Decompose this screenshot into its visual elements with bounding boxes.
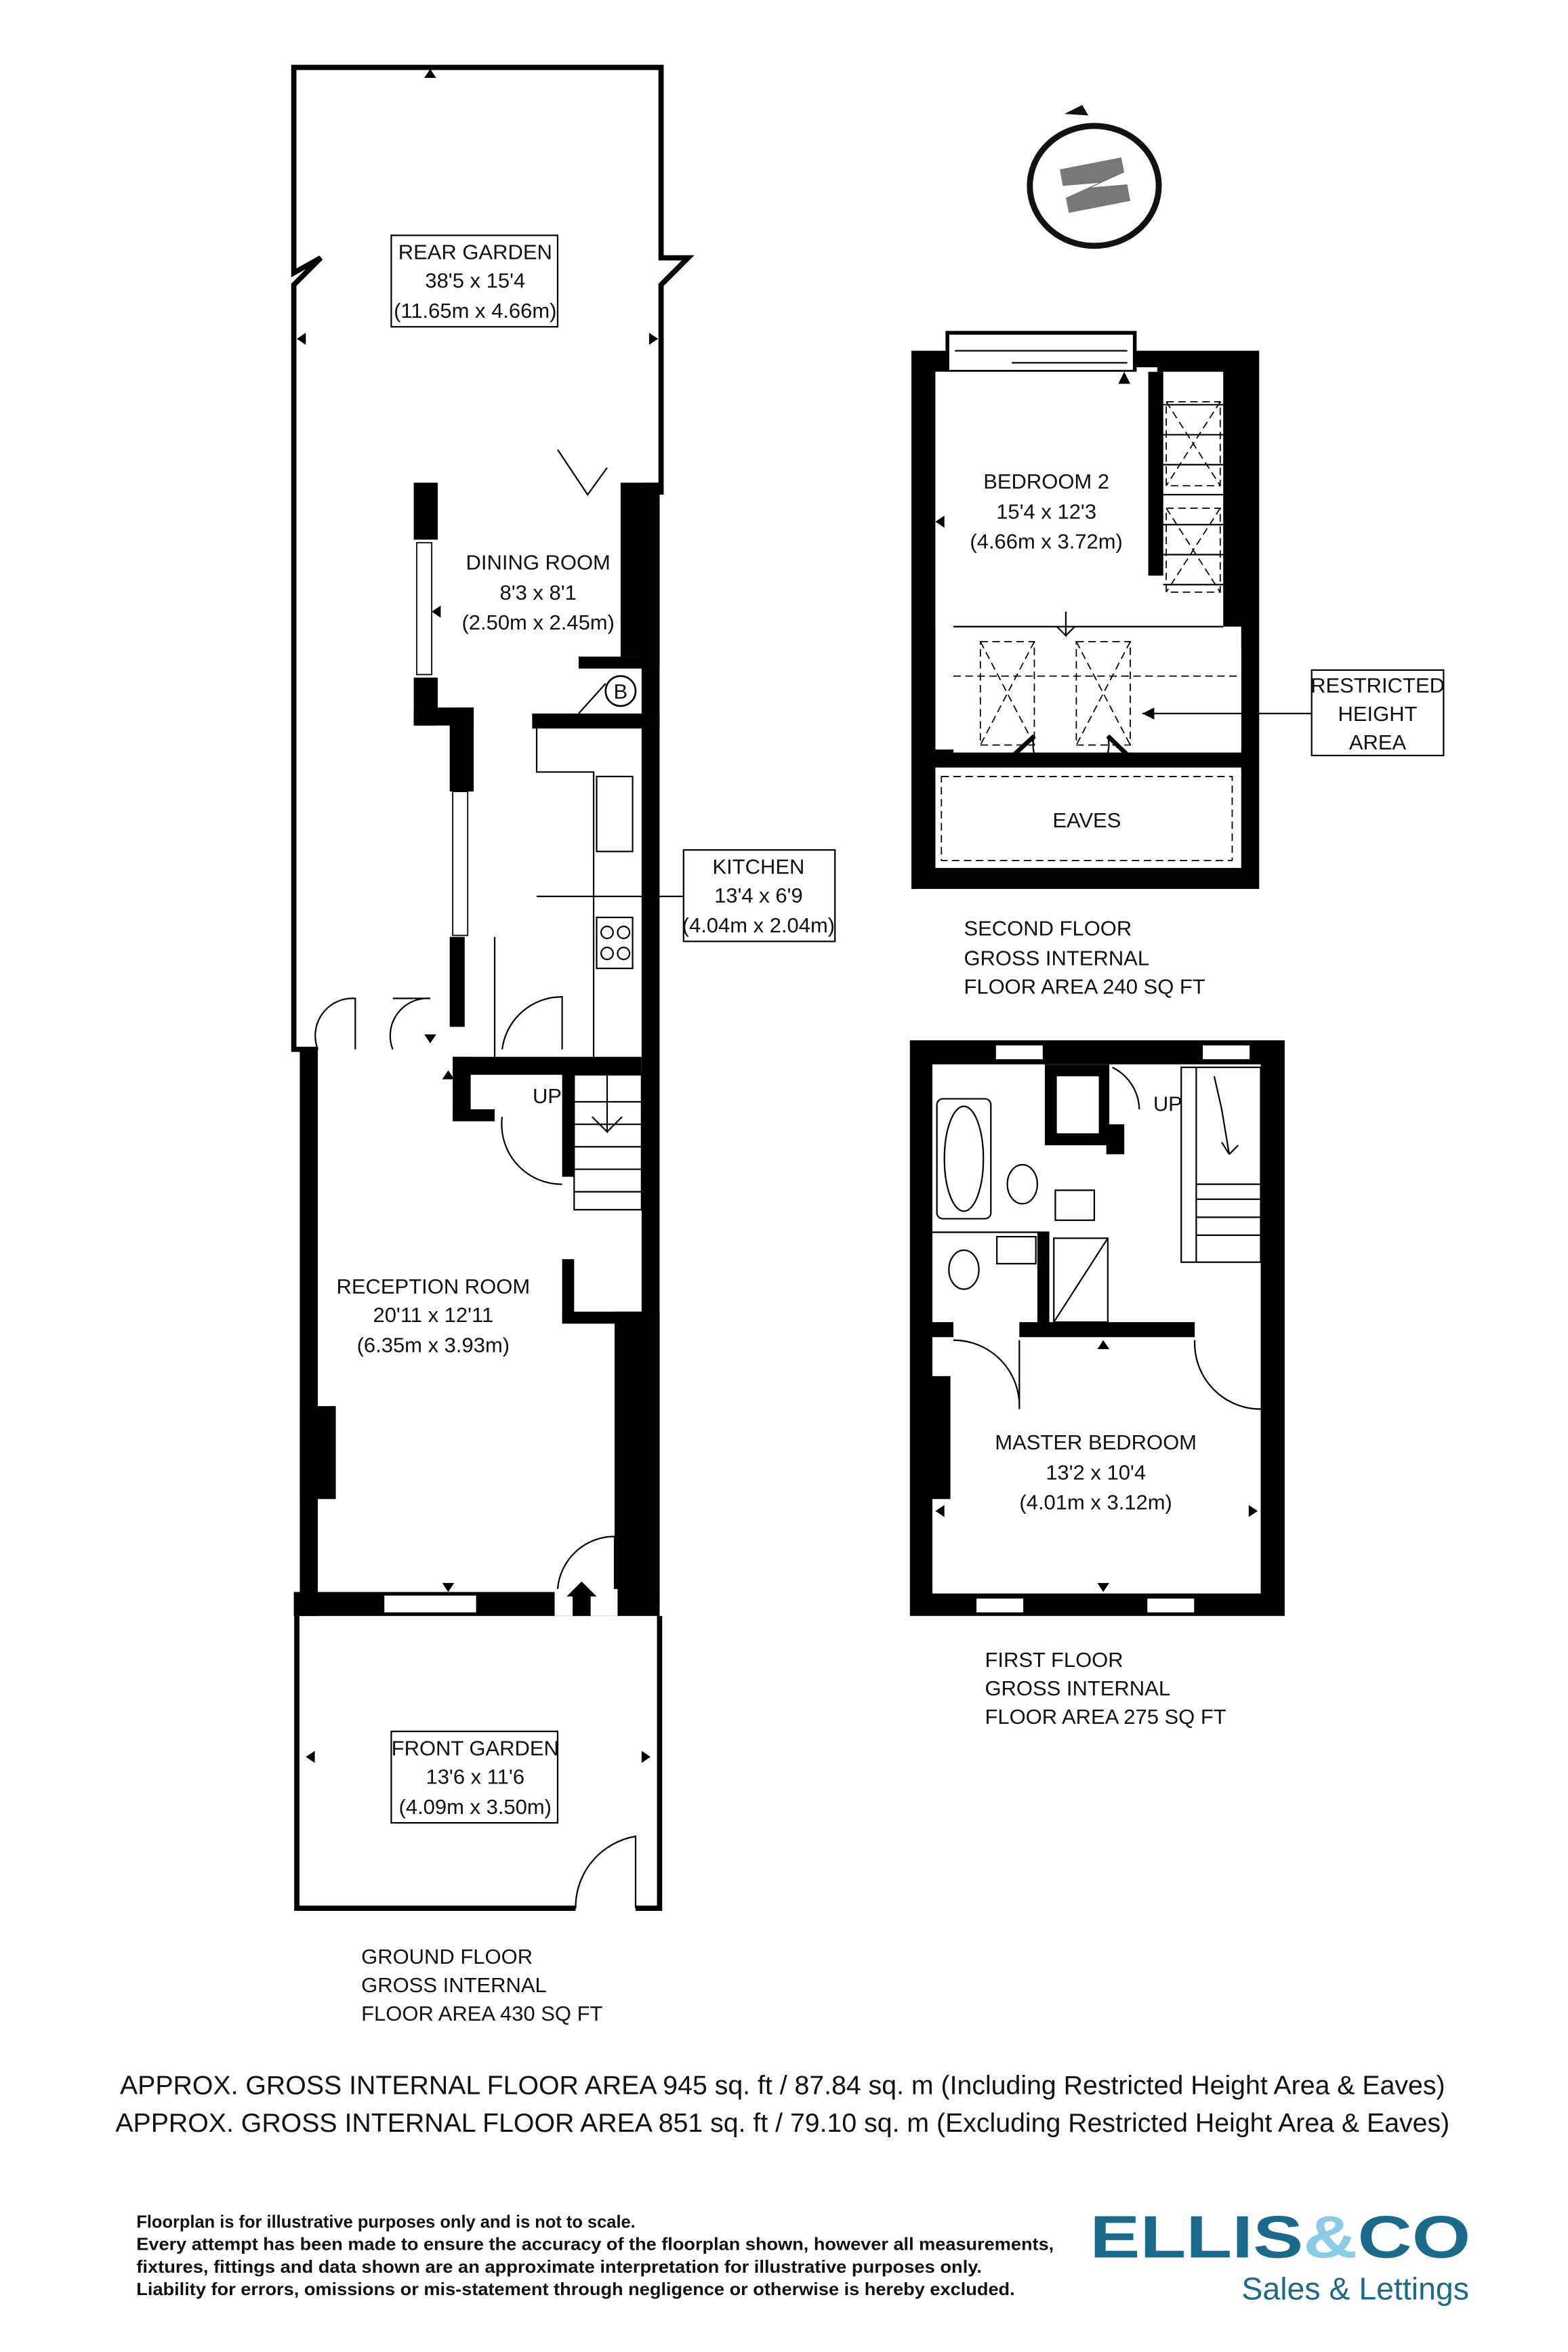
svg-text:DINING ROOM: DINING ROOM (466, 551, 611, 575)
svg-text:GROUND FLOOR: GROUND FLOOR (361, 1945, 533, 1968)
first-floor-caption: FIRST FLOOR GROSS INTERNAL FLOOR AREA 27… (985, 1648, 1226, 1729)
svg-text:RESTRICTED: RESTRICTED (1311, 674, 1445, 697)
boiler-icon: B (578, 675, 637, 714)
svg-text:Liability for errors, omission: Liability for errors, omissions or mis-s… (136, 2280, 1014, 2299)
room-dining-room: DINING ROOM 8'3 x 8'1 (2.50m x 2.45m) (461, 551, 614, 634)
svg-text:FLOOR AREA 240 SQ FT: FLOOR AREA 240 SQ FT (964, 975, 1205, 999)
svg-text:FRONT GARDEN: FRONT GARDEN (392, 1737, 559, 1760)
svg-text:MASTER BEDROOM: MASTER BEDROOM (995, 1430, 1197, 1454)
room-eaves: EAVES (1052, 808, 1121, 832)
svg-text:B: B (614, 680, 628, 703)
restricted-height-area-label: RESTRICTED HEIGHT AREA (1311, 669, 1445, 757)
svg-text:HEIGHT: HEIGHT (1338, 702, 1418, 726)
ground-walls (293, 482, 660, 1616)
room-front-garden: FRONT GARDEN 13'6 x 11'6 (4.09m x 3.50m) (390, 1731, 559, 1824)
room-rear-garden: REAR GARDEN 38'5 x 15'4 (11.65m x 4.66m) (390, 234, 559, 328)
first-stair-up-label: UP (1153, 1092, 1182, 1115)
front-door-arrow-icon (566, 1581, 597, 1616)
svg-text:FIRST FLOOR: FIRST FLOOR (985, 1648, 1123, 1672)
front-garden-outline (294, 1615, 663, 1912)
ground-floor-plan: B UP REAR GARDEN 38'5 x 15'4 (11.65m x 4… (291, 64, 836, 2025)
svg-text:38'5 x 15'4: 38'5 x 15'4 (425, 269, 525, 293)
svg-text:13'6 x 11'6: 13'6 x 11'6 (426, 1765, 524, 1789)
svg-text:SECOND FLOOR: SECOND FLOOR (964, 916, 1132, 940)
svg-text:N: N (1087, 173, 1102, 197)
total-area-summary: APPROX. GROSS INTERNAL FLOOR AREA 945 sq… (115, 2071, 1449, 2137)
front-gate (575, 1835, 637, 1909)
disclaimer: Floorplan is for illustrative purposes o… (136, 2212, 1054, 2299)
svg-text:Floorplan is for illustrative: Floorplan is for illustrative purposes o… (136, 2212, 635, 2231)
sink-icon (596, 775, 634, 852)
svg-text:REAR GARDEN: REAR GARDEN (398, 241, 552, 264)
svg-text:GROSS INTERNAL: GROSS INTERNAL (964, 947, 1149, 970)
svg-text:BEDROOM 2: BEDROOM 2 (983, 470, 1109, 493)
svg-text:13'4 x 6'9: 13'4 x 6'9 (714, 884, 803, 907)
second-floor-plan: BEDROOM 2 15'4 x 12'3 (4.66m x 3.72m) EA… (911, 331, 1445, 999)
svg-text:(11.65m x 4.66m): (11.65m x 4.66m) (394, 299, 556, 323)
rear-garden-outline (291, 64, 695, 1052)
svg-text:8'3 x 8'1: 8'3 x 8'1 (499, 581, 576, 604)
eaves-doors (997, 734, 1144, 771)
svg-text:Every attempt has been made to: Every attempt has been made to ensure th… (136, 2235, 1054, 2254)
bathroom-fixtures (936, 1098, 1109, 1323)
svg-text:FLOOR AREA 275 SQ FT: FLOOR AREA 275 SQ FT (985, 1705, 1226, 1729)
svg-text:APPROX. GROSS INTERNAL FLOOR A: APPROX. GROSS INTERNAL FLOOR AREA 945 sq… (120, 2071, 1445, 2100)
svg-text:(4.04m x 2.04m): (4.04m x 2.04m) (682, 913, 835, 937)
ground-stairs (573, 1074, 642, 1211)
svg-text:(4.66m x 3.72m): (4.66m x 3.72m) (970, 530, 1122, 554)
north-compass-icon: N (1027, 104, 1162, 249)
svg-text:(6.35m x 3.93m): (6.35m x 3.93m) (357, 1333, 510, 1357)
svg-text:20'11 x 12'11: 20'11 x 12'11 (373, 1303, 493, 1327)
svg-text:APPROX. GROSS INTERNAL FLOOR A: APPROX. GROSS INTERNAL FLOOR AREA 851 sq… (115, 2109, 1449, 2138)
room-master-bedroom: MASTER BEDROOM 13'2 x 10'4 (4.01m x 3.12… (995, 1430, 1197, 1514)
svg-text:GROSS INTERNAL: GROSS INTERNAL (985, 1676, 1170, 1700)
svg-text:(4.09m x 3.50m): (4.09m x 3.50m) (399, 1795, 552, 1819)
svg-text:RECEPTION ROOM: RECEPTION ROOM (337, 1275, 531, 1298)
room-kitchen: KITCHEN 13'4 x 6'9 (4.04m x 2.04m) (641, 849, 836, 943)
svg-text:(4.01m x 3.12m): (4.01m x 3.12m) (1019, 1491, 1172, 1514)
ground-floor-caption: GROUND FLOOR GROSS INTERNAL FLOOR AREA 4… (361, 1945, 602, 2025)
svg-text:13'2 x 10'4: 13'2 x 10'4 (1046, 1460, 1146, 1484)
ground-doors (314, 449, 616, 1590)
svg-text:(2.50m x 2.45m): (2.50m x 2.45m) (461, 611, 614, 634)
kitchen-worktop (493, 728, 595, 1057)
svg-text:Sales & Lettings: Sales & Lettings (1241, 2271, 1469, 2307)
svg-text:AREA: AREA (1349, 730, 1407, 754)
first-floor-plan: UP MASTER BEDROOM 13'2 x 10'4 (4.01m x 3… (909, 1040, 1285, 1729)
second-floor-caption: SECOND FLOOR GROSS INTERNAL FLOOR AREA 2… (964, 916, 1205, 998)
svg-text:fixtures, fittings and data sh: fixtures, fittings and data shown are an… (136, 2258, 982, 2277)
hob-icon (596, 916, 634, 970)
svg-text:15'4 x 12'3: 15'4 x 12'3 (996, 499, 1096, 523)
ellis-co-logo: ELLIS&CO Sales & Lettings (1090, 2204, 1470, 2307)
dimension-arrows (297, 68, 659, 1763)
svg-text:ELLIS&CO: ELLIS&CO (1090, 2204, 1470, 2271)
room-reception-room: RECEPTION ROOM 20'11 x 12'11 (6.35m x 3.… (337, 1275, 531, 1357)
first-floor-stairs (1180, 1067, 1262, 1263)
svg-text:GROSS INTERNAL: GROSS INTERNAL (361, 1973, 547, 1997)
svg-text:KITCHEN: KITCHEN (712, 855, 804, 879)
svg-text:FLOOR AREA 430 SQ FT: FLOOR AREA 430 SQ FT (361, 2002, 602, 2025)
ground-stair-up-label: UP (533, 1084, 562, 1108)
second-floor-stairs (1163, 400, 1224, 593)
skylights (979, 640, 1131, 746)
room-bedroom-2: BEDROOM 2 15'4 x 12'3 (4.66m x 3.72m) (970, 470, 1122, 553)
